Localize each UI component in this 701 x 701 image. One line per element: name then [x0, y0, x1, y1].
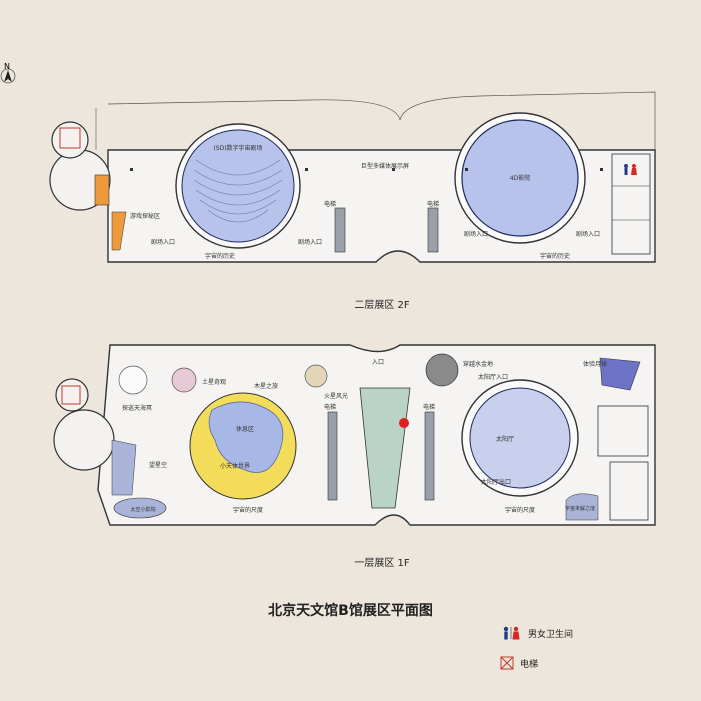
- north-arrow-icon: [0, 68, 16, 84]
- label-theater-4d: 4D影院: [510, 174, 530, 182]
- label-mysteries: 宇宙未解之谜: [565, 505, 595, 512]
- label-jupiter: 木星之旅: [254, 382, 278, 390]
- legend-elevator-label: 电梯: [520, 659, 539, 670]
- elevator-icon: [500, 656, 514, 670]
- label-mars: 火星风光: [324, 392, 348, 400]
- label-history-1: 宇宙的历史: [205, 252, 235, 260]
- label-sun-hall-exit: 太阳厅出口: [481, 478, 511, 486]
- label-entrance: 入口: [372, 359, 384, 366]
- label-scale-2: 宇宙的尺度: [505, 506, 535, 514]
- floor-2-plan: (SD)数字宇宙剧场 巨型多媒体展示屏 4D影院 游戏探秘区 剧场入口 剧场入口…: [49, 91, 656, 311]
- north-label: N: [4, 62, 10, 71]
- elevator-2f-left: [334, 207, 346, 253]
- label-sun-hall: 太阳厅: [496, 435, 514, 443]
- label-game-zone: 游戏探秘区: [130, 212, 160, 220]
- toilet-icon: [503, 626, 520, 640]
- label-sun-hall-entry: 太阳厅入口: [478, 373, 508, 381]
- label-theater-entry-2: 剧场入口: [298, 238, 322, 246]
- legend-elevator: 电梯: [500, 656, 538, 670]
- label-small-theater: 太空小影院: [130, 506, 155, 513]
- label-mercury: 穿越水金地: [463, 360, 493, 368]
- label-theater-entry-3: 剧场入口: [464, 230, 488, 238]
- floor-1-plan: 入口 土星奇观 木星之旅 火星风光 穿越水金地 太阳厅入口 体验月球 探巡天海冥…: [53, 344, 656, 569]
- label-deep-sky: 探巡天海冥: [122, 404, 152, 412]
- entrance-corridor[interactable]: [359, 387, 411, 509]
- label-digital-theater: (SD)数字宇宙剧场: [213, 144, 262, 152]
- map-title: 北京天文馆B馆展区平面图: [268, 603, 433, 619]
- theater-4d[interactable]: [454, 112, 586, 244]
- label-elevator-2f-2: 电梯: [427, 200, 439, 208]
- legend-toilet: 男女卫生间: [500, 626, 573, 640]
- elevator-1f-left: [327, 411, 338, 501]
- label-history-2: 宇宙的历史: [540, 252, 570, 260]
- label-saturn: 土星奇观: [202, 378, 226, 386]
- label-theater-entry-4: 剧场入口: [576, 230, 600, 238]
- current-location-marker: [399, 418, 409, 428]
- rest-area[interactable]: [189, 392, 297, 500]
- toilet-2f-icon: [624, 164, 637, 175]
- floor-2-title: 二层展区 2F: [354, 299, 410, 311]
- label-elevator-1f-1: 电梯: [324, 403, 336, 411]
- label-theater-entry-1: 剧场入口: [151, 238, 175, 246]
- label-moon: 体验月球: [583, 360, 607, 368]
- legend-toilet-label: 男女卫生间: [528, 629, 574, 640]
- label-giant-screen: 巨型多媒体展示屏: [361, 162, 409, 170]
- digital-theater[interactable]: [175, 123, 301, 249]
- elevator-1f-right: [424, 411, 435, 501]
- label-rest-area: 休息区: [236, 425, 254, 433]
- label-elevator-1f-2: 电梯: [423, 403, 435, 411]
- label-elevator-2f-1: 电梯: [324, 200, 336, 208]
- elevator-2f-right: [427, 207, 439, 253]
- label-stargazing: 望星空: [149, 461, 167, 469]
- floor-1-title: 一层展区 1F: [354, 557, 410, 569]
- sun-hall[interactable]: [461, 379, 579, 497]
- label-small-bodies: 小天体世界: [220, 462, 250, 470]
- label-scale-1: 宇宙的尺度: [233, 506, 263, 514]
